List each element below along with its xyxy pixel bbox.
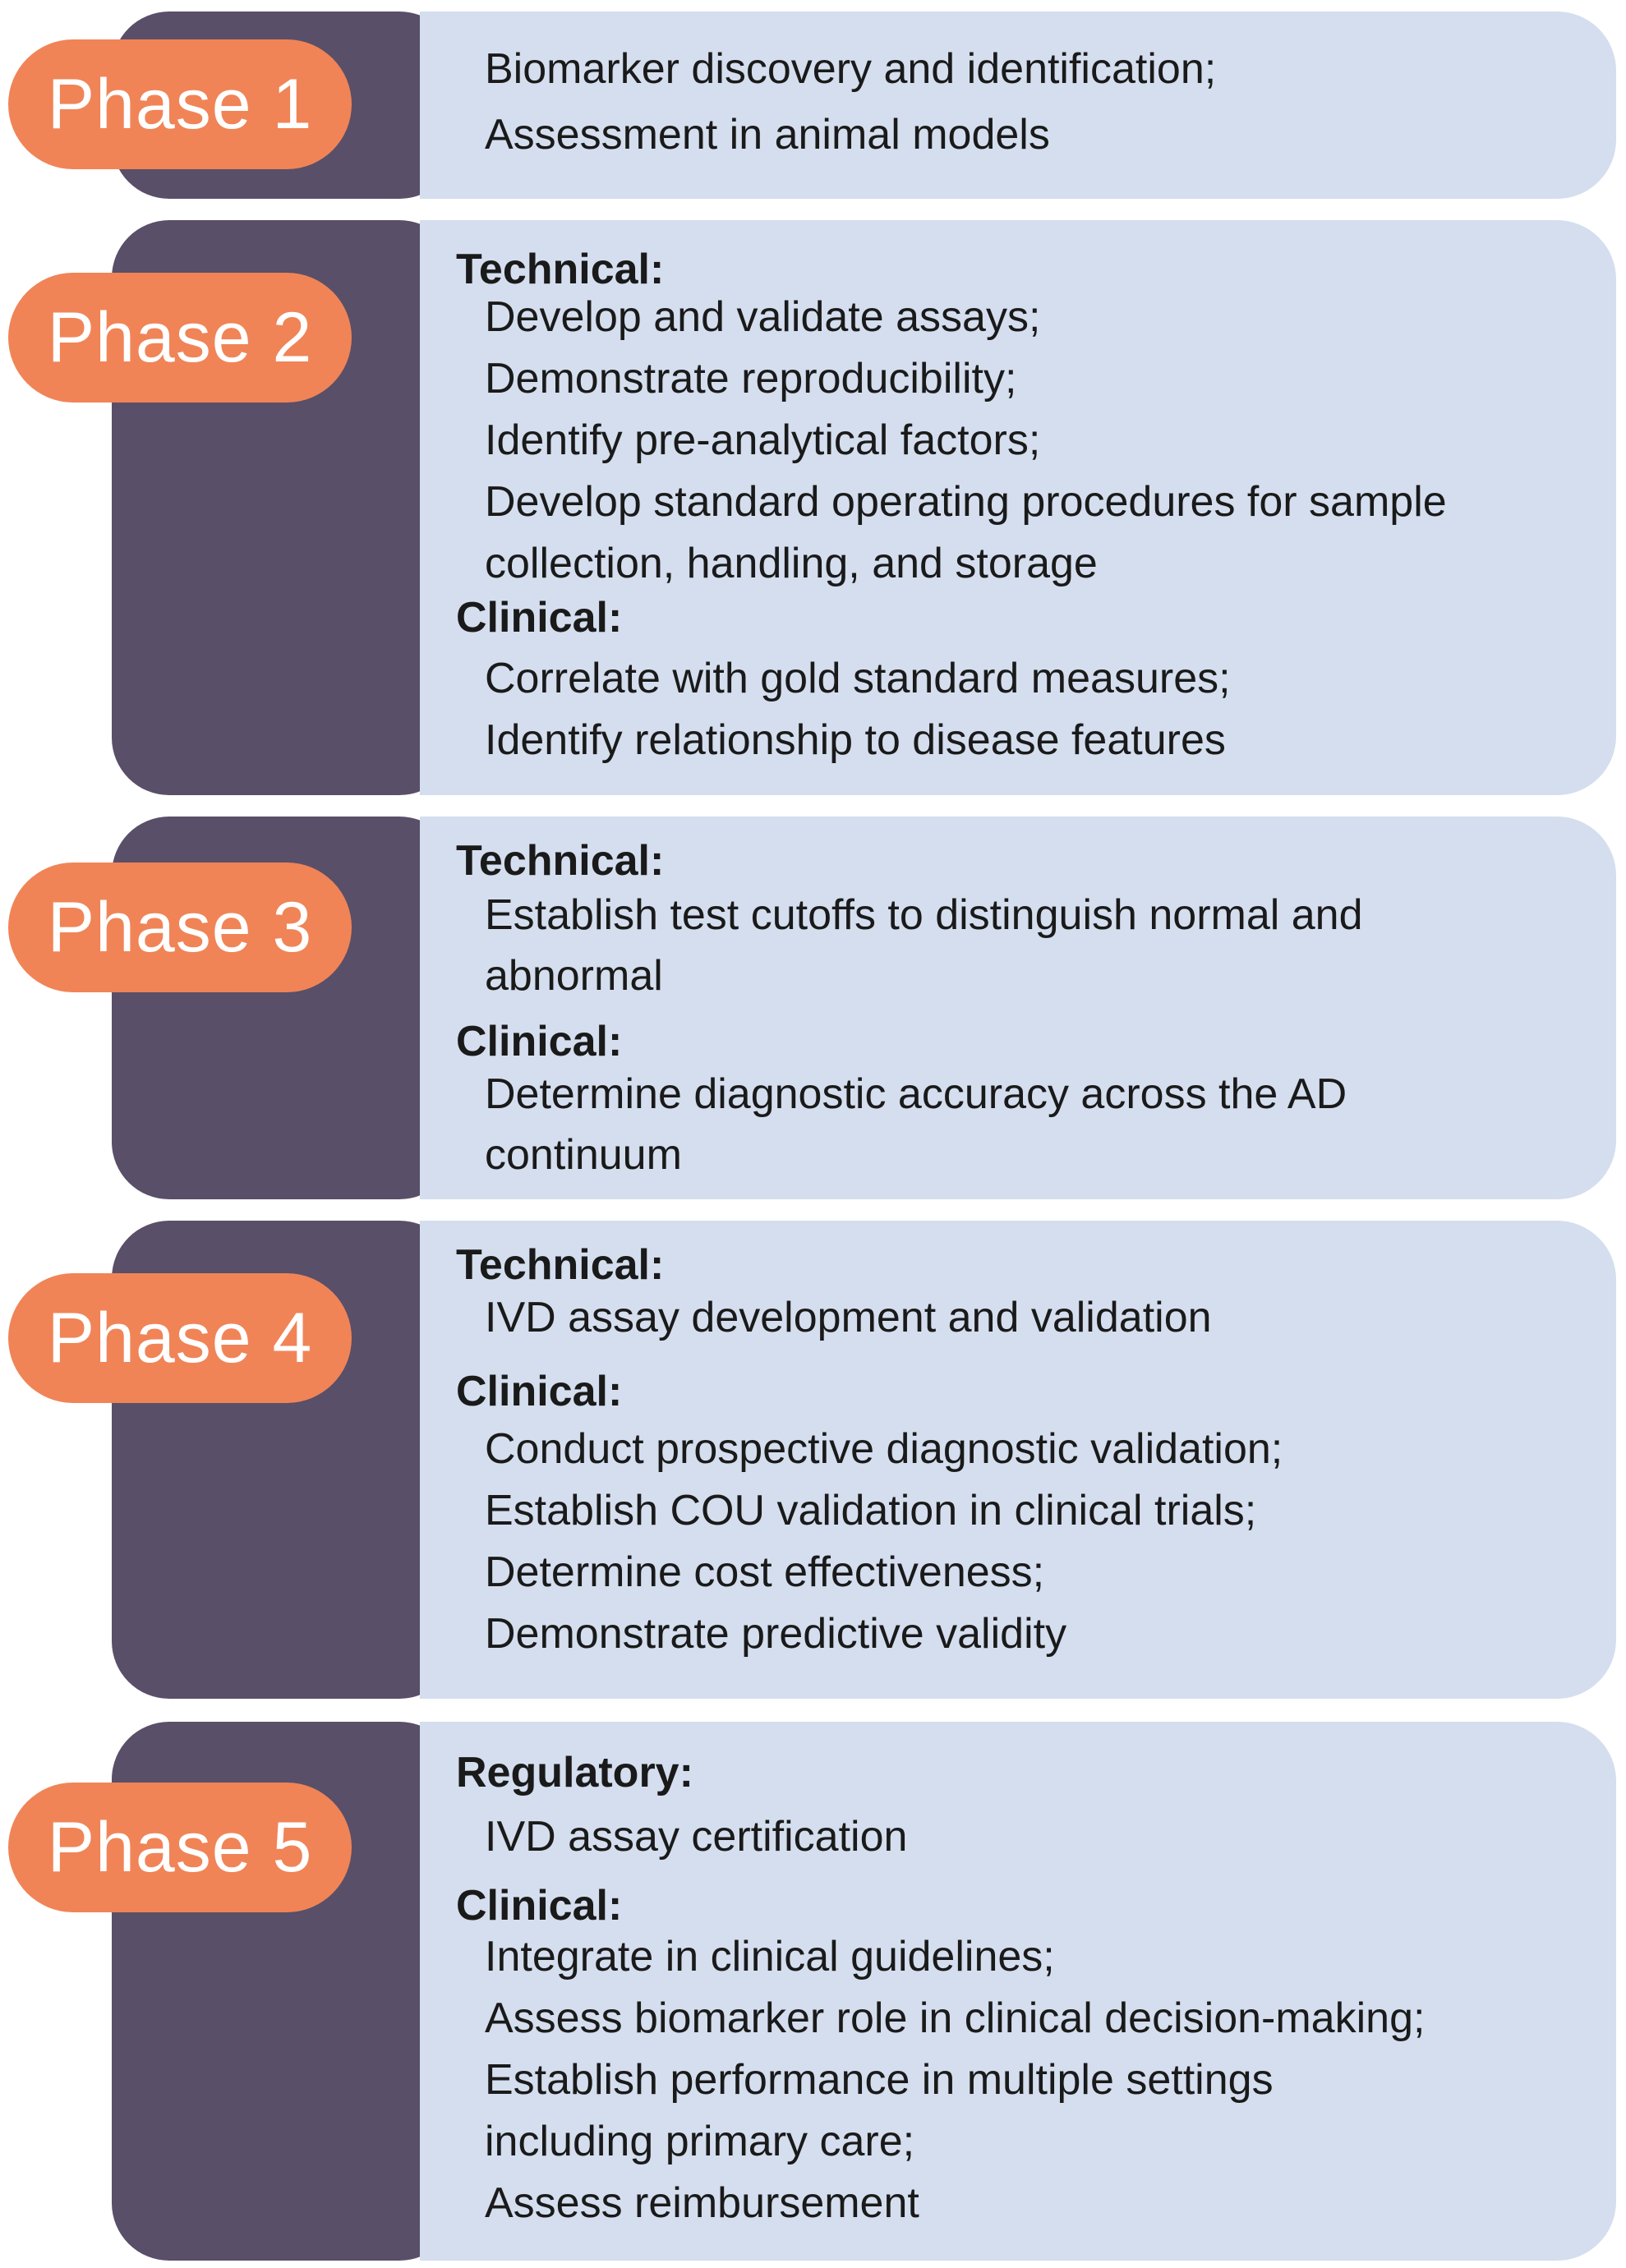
phase-1-line: Assessment in animal models [485, 111, 1050, 159]
clinical-heading: Clinical: [456, 1018, 623, 1065]
phase-5-label: Phase 5 [8, 1783, 352, 1912]
phase-2-label: Phase 2 [8, 273, 352, 403]
phase-4-clinical-line: Demonstrate predictive validity [485, 1610, 1067, 1658]
phase-4-clinical-line: Establish COU validation in clinical tri… [485, 1487, 1257, 1534]
phase-1-row: Phase 1 Biomarker discovery and identifi… [0, 12, 1626, 199]
phase-4-panel [420, 1221, 1616, 1699]
phase-3-clinical-line: continuum [485, 1131, 682, 1179]
phase-3-clinical-line: Determine diagnostic accuracy across the… [485, 1070, 1347, 1118]
technical-heading: Technical: [456, 837, 665, 885]
phase-5-clinical-line: including primary care; [485, 2118, 915, 2165]
phase-2-technical-line: Demonstrate reproducibility; [485, 355, 1017, 403]
phase-2-technical-line: collection, handling, and storage [485, 540, 1098, 587]
phase-1-panel [420, 12, 1616, 199]
phase-2-row: Phase 2 Technical: Develop and validate … [0, 220, 1626, 795]
phase-5-clinical-line: Integrate in clinical guidelines; [485, 1933, 1055, 1980]
clinical-heading: Clinical: [456, 1368, 623, 1415]
phase-3-row: Phase 3 Technical: Establish test cutoff… [0, 817, 1626, 1199]
regulatory-heading: Regulatory: [456, 1749, 693, 1796]
phase-3-technical-line: abnormal [485, 952, 663, 1000]
phase-4-label: Phase 4 [8, 1273, 352, 1403]
phase-3-panel [420, 817, 1616, 1199]
phase-2-clinical-line: Correlate with gold standard measures; [485, 655, 1231, 702]
phase-4-row: Phase 4 Technical: IVD assay development… [0, 1221, 1626, 1699]
phase-2-clinical-line: Identify relationship to disease feature… [485, 716, 1226, 764]
phase-5-row: Phase 5 Regulatory: IVD assay certificat… [0, 1722, 1626, 2261]
phase-3-technical-line: Establish test cutoffs to distinguish no… [485, 891, 1363, 939]
phase-1-label: Phase 1 [8, 39, 352, 169]
technical-heading: Technical: [456, 246, 665, 293]
phase-1-line: Biomarker discovery and identification; [485, 45, 1217, 93]
phase-2-technical-line: Develop and validate assays; [485, 293, 1041, 341]
phase-5-clinical-line: Assess biomarker role in clinical decisi… [485, 1994, 1426, 2042]
phase-2-technical-line: Identify pre-analytical factors; [485, 416, 1041, 464]
phase-3-label: Phase 3 [8, 863, 352, 992]
phase-4-clinical-line: Determine cost effectiveness; [485, 1548, 1045, 1596]
phase-4-technical-line: IVD assay development and validation [485, 1294, 1212, 1341]
clinical-heading: Clinical: [456, 1882, 623, 1930]
technical-heading: Technical: [456, 1241, 665, 1289]
phase-5-clinical-line: Establish performance in multiple settin… [485, 2056, 1274, 2104]
phase-5-clinical-line: Assess reimbursement [485, 2179, 919, 2227]
phase-2-technical-line: Develop standard operating procedures fo… [485, 478, 1447, 526]
phase-2-panel [420, 220, 1616, 795]
phase-4-clinical-line: Conduct prospective diagnostic validatio… [485, 1425, 1283, 1473]
phase-5-panel [420, 1722, 1616, 2261]
clinical-heading: Clinical: [456, 594, 623, 642]
phase-5-regulatory-line: IVD assay certification [485, 1813, 908, 1861]
